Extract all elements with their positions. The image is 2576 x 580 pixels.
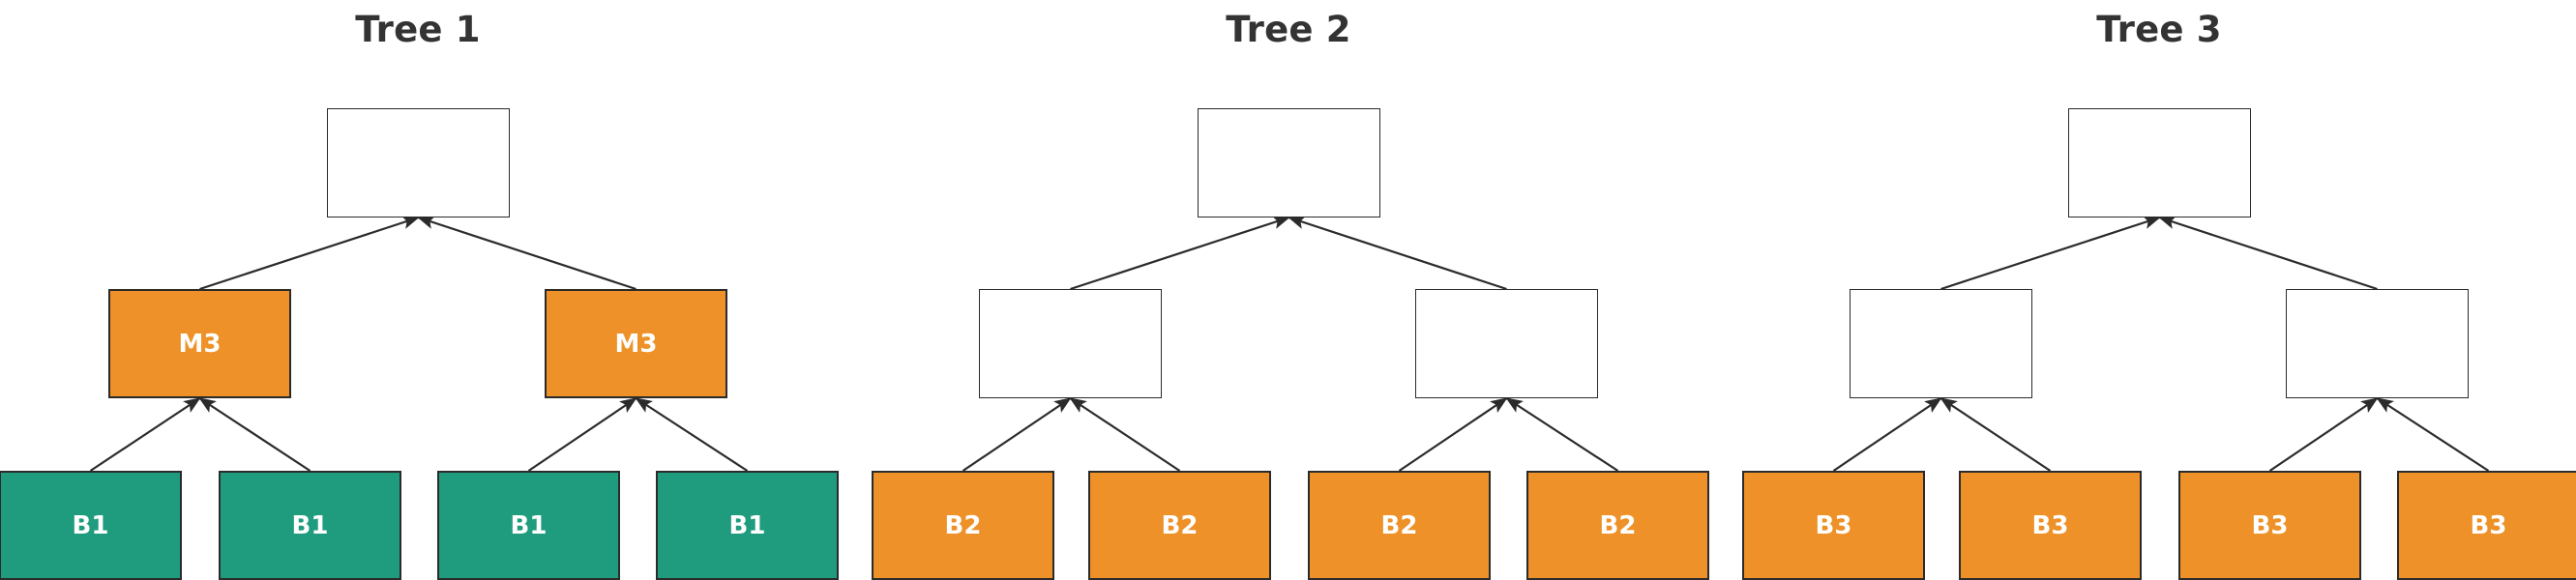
tree-3-edge-mid2-root [2158,216,2378,291]
tree-title-2: Tree 2 [1226,9,1351,50]
tree-1-edge-leaf4 [635,397,749,472]
tree-2-leaf-2[interactable]: B2 [1088,471,1271,580]
tree-2-leaf-4[interactable]: B2 [1526,471,1709,580]
tree-1-edge-leaf2 [198,397,311,472]
tree-3-edge-leaf4 [2376,397,2490,472]
tree-3-leaf-3[interactable]: B3 [2178,471,2361,580]
node-label: B3 [1815,510,1852,540]
tree-2-edge-leaf3 [1398,397,1508,472]
tree-2-mid-1[interactable] [979,289,1162,398]
tree-1-edge-leaf1 [89,397,201,472]
tree-1-edge-mid2-root [417,216,637,291]
node-label: B2 [1599,510,1637,540]
tree-1-root[interactable] [327,108,510,218]
tree-2-root[interactable] [1198,108,1380,218]
tree-title-1: Tree 1 [355,9,481,50]
tree-2-leaf-1[interactable]: B2 [872,471,1054,580]
tree-3-root[interactable] [2068,108,2251,218]
node-label: M3 [178,329,222,359]
tree-1-leaf-3[interactable]: B1 [437,471,620,580]
tree-3-mid-2[interactable] [2286,289,2469,398]
node-label: B3 [2031,510,2069,540]
tree-1-leaf-4[interactable]: B1 [656,471,839,580]
tree-title-3: Tree 3 [2096,9,2222,50]
tree-1-mid-1[interactable]: M3 [108,289,291,398]
tree-3-leaf-4[interactable]: B3 [2397,471,2576,580]
tree-2-mid-2[interactable] [1415,289,1598,398]
node-label: B1 [510,510,548,540]
tree-2-leaf-3[interactable]: B2 [1308,471,1491,580]
tree-3-mid-1[interactable] [1850,289,2032,398]
tree-3-leaf-1[interactable]: B3 [1742,471,1925,580]
tree-3-leaf-2[interactable]: B3 [1959,471,2142,580]
tree-3-edge-leaf3 [2268,397,2379,472]
node-label: B2 [1161,510,1199,540]
tree-2-edge-mid1-root [1070,216,1290,291]
tree-1-edge-leaf3 [527,397,637,472]
tree-2-edge-leaf4 [1505,397,1619,472]
node-label: M3 [614,329,658,359]
tree-1-leaf-2[interactable]: B1 [219,471,401,580]
tree-1-edge-mid1-root [199,216,420,291]
node-label: B2 [944,510,982,540]
node-label: B1 [291,510,329,540]
node-label: B1 [72,510,109,540]
node-label: B3 [2251,510,2289,540]
tree-2-edge-mid2-root [1288,216,1507,291]
node-label: B3 [2470,510,2507,540]
tree-3-edge-leaf2 [1939,397,2052,472]
tree-3-edge-leaf1 [1832,397,1942,472]
tree-3-edge-mid1-root [1940,216,2161,291]
tree-2-edge-leaf2 [1069,397,1181,472]
tree-2-edge-leaf1 [962,397,1072,472]
node-label: B1 [728,510,766,540]
tree-1-leaf-1[interactable]: B1 [0,471,182,580]
tree-1-mid-2[interactable]: M3 [545,289,727,398]
node-label: B2 [1380,510,1418,540]
